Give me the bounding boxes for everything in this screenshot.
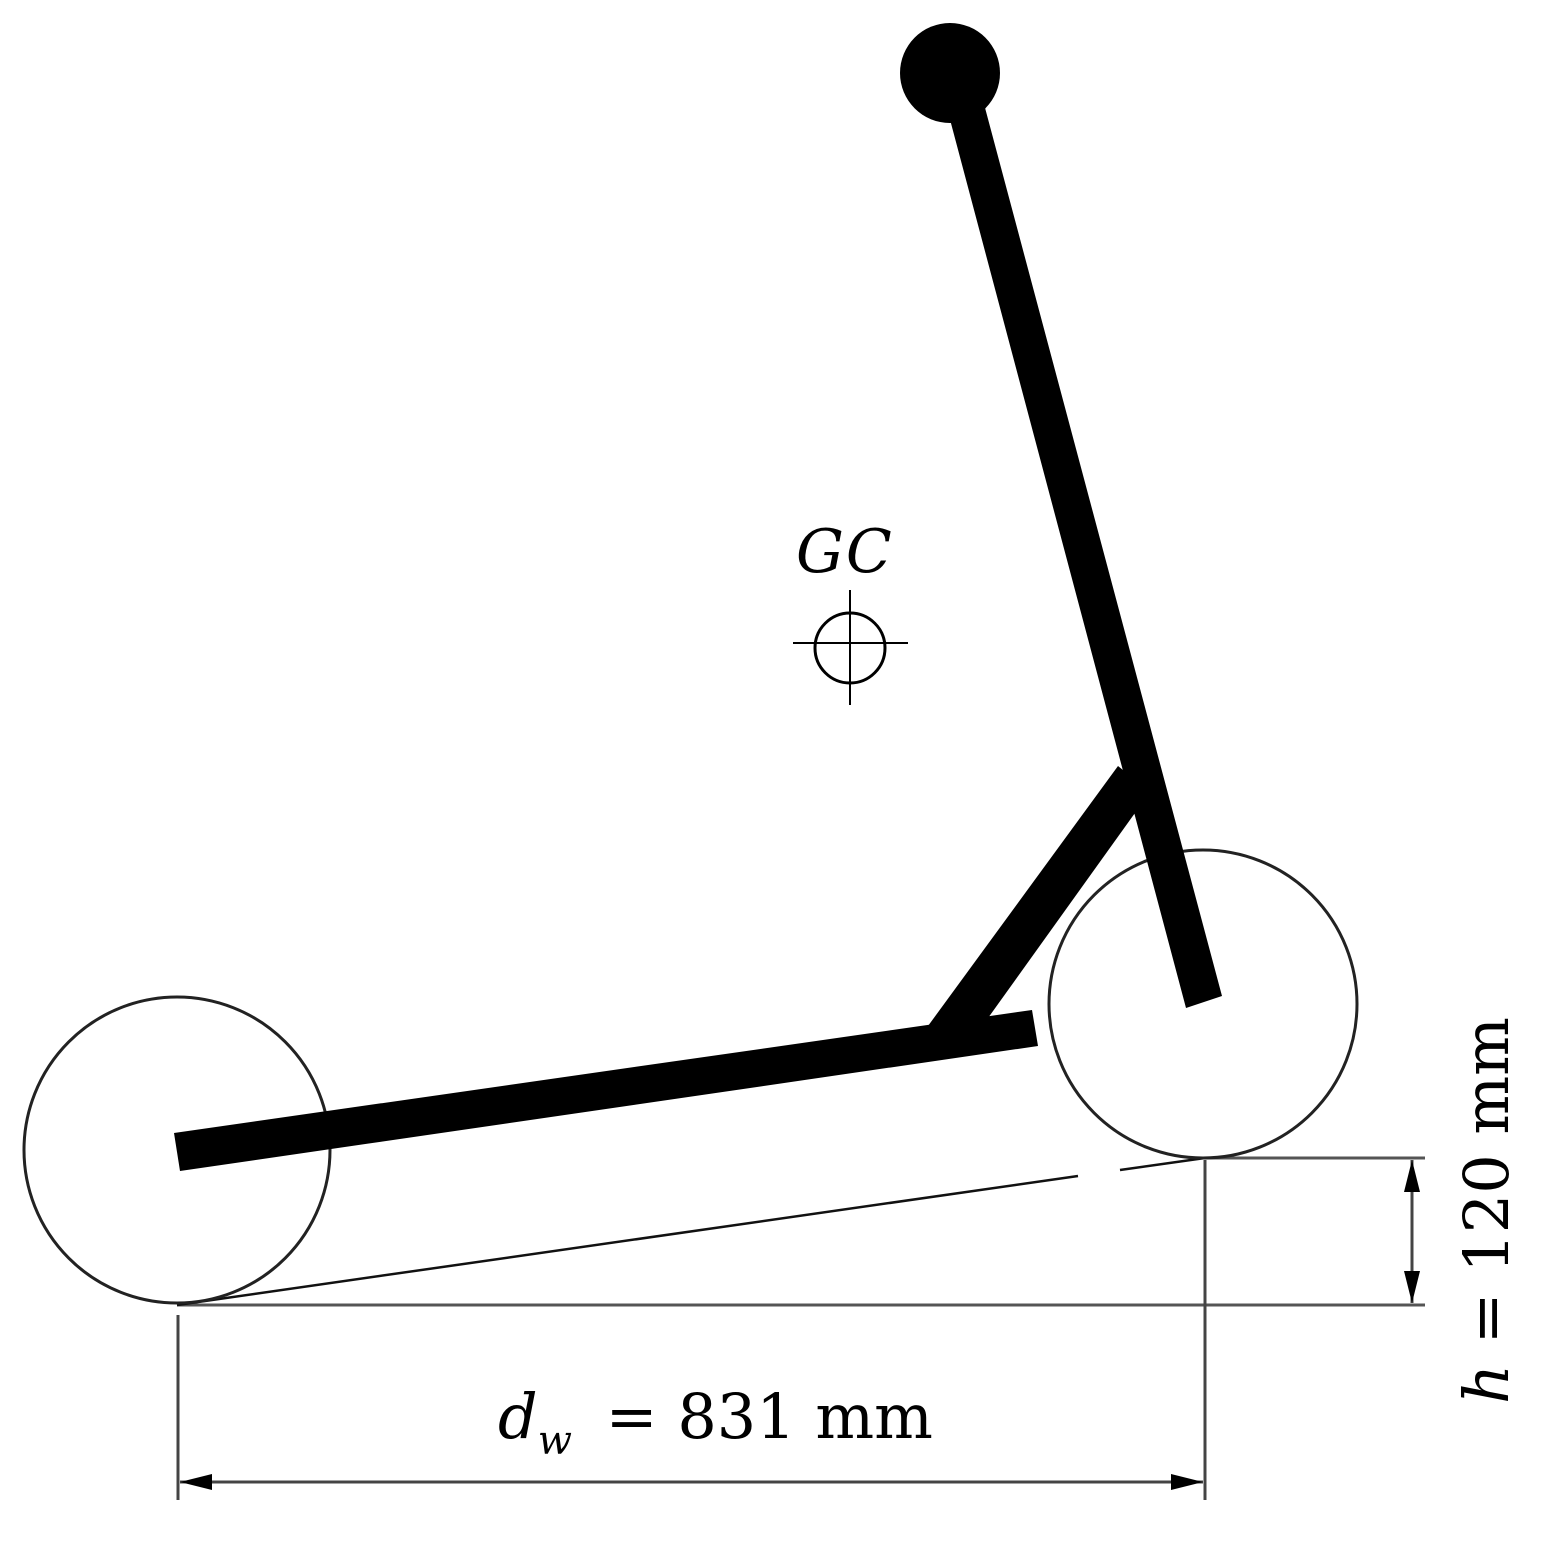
ground-lines: [176, 1156, 1425, 1307]
step-height-unit: mm: [1450, 1017, 1523, 1155]
ramp-line: [176, 1174, 1079, 1307]
crosshair-circle-icon: [793, 590, 908, 705]
arrowhead-icon: [1404, 1160, 1420, 1192]
wheelbase-label: dw = 831 mm: [498, 1386, 933, 1462]
scooter-frame: [174, 23, 1222, 1171]
ramp-line-end: [1119, 1156, 1206, 1172]
rear-wheel: [22, 995, 332, 1305]
arrowhead-icon: [180, 1474, 212, 1490]
wheelbase-unit: mm: [795, 1380, 933, 1453]
step-height-label: h = 120 mm: [1450, 1017, 1523, 1404]
brace: [928, 766, 1150, 1032]
step-height-value: 120: [1450, 1154, 1523, 1273]
wheelbase-symbol: d: [498, 1380, 538, 1453]
wheelbase-dimension: [176, 1160, 1207, 1500]
arrowhead-icon: [1404, 1271, 1420, 1303]
wheelbase-subscript: w: [537, 1418, 572, 1464]
arrowhead-icon: [1171, 1474, 1203, 1490]
deck: [174, 1010, 1038, 1171]
front-wheel: [1047, 848, 1359, 1160]
step-height-equals: =: [1450, 1272, 1523, 1365]
wheelbase-equals: =: [585, 1380, 678, 1453]
handlebar-knob: [900, 23, 1000, 123]
step-height-dimension: [1404, 1160, 1420, 1303]
gc-label: GC: [796, 517, 894, 587]
step-height-symbol: h: [1450, 1364, 1523, 1404]
steering-stem: [948, 104, 1222, 1008]
wheelbase-value: 831: [677, 1380, 796, 1453]
